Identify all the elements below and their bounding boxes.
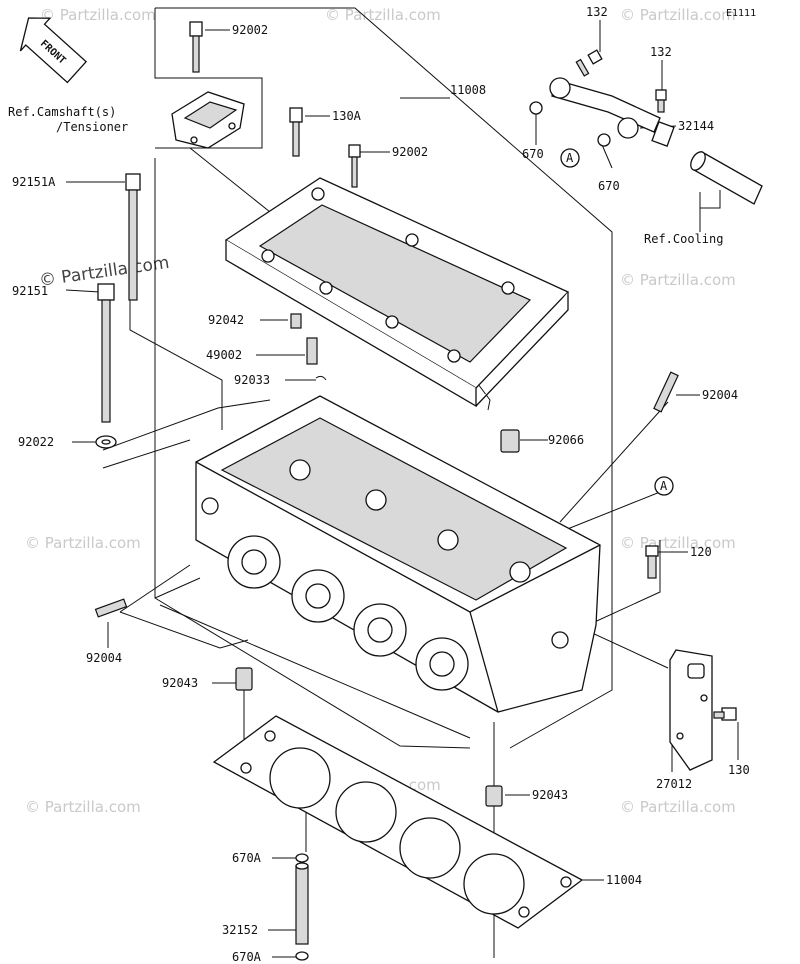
callout-92151A: 92151A — [12, 175, 56, 189]
callout-130A: 130A — [332, 109, 362, 123]
pipe-32152 — [295, 862, 309, 945]
diagram-code: E1111 — [726, 8, 756, 19]
ref-tensioner-label: /Tensioner — [56, 120, 128, 134]
callout-670A-bottom: 670A — [232, 950, 262, 964]
ref-cooling-label: Ref.Cooling — [644, 232, 723, 246]
stud-92004-left — [94, 598, 128, 618]
clip-92033 — [315, 375, 327, 381]
reference-lines — [102, 7, 669, 749]
cylinder-head — [195, 395, 601, 713]
callout-130: 130 — [728, 763, 750, 777]
callout-92042: 92042 — [208, 313, 244, 327]
callout-92002-top: 92002 — [232, 23, 268, 37]
callout-11004: 11004 — [606, 873, 642, 887]
head-gasket-11004 — [212, 715, 584, 929]
watermark: © Partzilla.com — [25, 798, 141, 816]
dowel-92043-left — [235, 667, 253, 691]
callout-92066: 92066 — [548, 433, 584, 447]
svg-text:A: A — [660, 479, 668, 493]
ref-camshaft-label: Ref.Camshaft(s) — [8, 105, 116, 119]
bolt-130 — [713, 707, 737, 721]
bolt-132-a — [575, 49, 603, 77]
callout-132-a: 132 — [586, 5, 608, 19]
dowel-92042 — [290, 313, 302, 329]
valve-49002 — [306, 337, 318, 365]
callout-92004-left: 92004 — [86, 651, 122, 665]
callout-92043-right: 92043 — [532, 788, 568, 802]
bolt-92151 — [97, 283, 115, 423]
bolt-92002-mid — [348, 144, 361, 188]
callout-labels: 92002 132 132 11008 130A 32144 92002 670… — [12, 5, 750, 964]
bolt-130A — [289, 107, 303, 157]
callout-132-b: 132 — [650, 45, 672, 59]
oring-670A-top — [295, 853, 309, 863]
bolt-120 — [645, 545, 659, 579]
callout-32144: 32144 — [678, 119, 714, 133]
bolt-92002-top — [189, 21, 203, 73]
watermark: © Partzilla.com — [25, 534, 141, 552]
front-arrow: FRONT — [19, 17, 88, 84]
marker-a-1: A — [560, 148, 580, 168]
watermark: © Partzilla.com — [620, 271, 736, 289]
stud-92004-right — [653, 371, 679, 413]
callout-92004-right: 92004 — [702, 388, 738, 402]
camshaft-bracket — [171, 91, 245, 149]
callout-670A-top: 670A — [232, 851, 262, 865]
bolt-92151A — [125, 173, 141, 301]
callout-32152: 32152 — [222, 923, 258, 937]
callout-670-a: 670 — [522, 147, 544, 161]
bolt-132-b — [655, 89, 667, 113]
callout-92151: 92151 — [12, 284, 48, 298]
callout-92022: 92022 — [18, 435, 54, 449]
callout-92043-left: 92043 — [162, 676, 198, 690]
oring-670A-bottom — [295, 951, 309, 961]
svg-text:A: A — [566, 151, 574, 165]
camshaft-holder-11008 — [224, 177, 570, 408]
callout-11008: 11008 — [450, 83, 486, 97]
callout-670-b: 670 — [598, 179, 620, 193]
watermark: © Partzilla.com — [620, 6, 736, 24]
watermark: © Partzilla.com — [325, 6, 441, 24]
callout-49002: 49002 — [206, 348, 242, 362]
watermark: © Partzilla.com — [620, 534, 736, 552]
water-pipe-32144 — [529, 77, 763, 205]
watermark: © Partzilla.com — [620, 798, 736, 816]
callout-120: 120 — [690, 545, 712, 559]
callout-92033: 92033 — [234, 373, 270, 387]
reference-labels: Ref.Camshaft(s) /Tensioner Ref.Cooling — [8, 105, 723, 246]
callout-92002-mid: 92002 — [392, 145, 428, 159]
bracket-27012 — [669, 649, 713, 771]
washer-92022 — [95, 435, 117, 449]
callout-27012: 27012 — [656, 777, 692, 791]
dowel-92043-right — [485, 785, 503, 807]
watermark: © Partzilla.com — [40, 6, 156, 24]
plug-92066 — [500, 429, 520, 453]
marker-a-2: A — [654, 476, 674, 496]
